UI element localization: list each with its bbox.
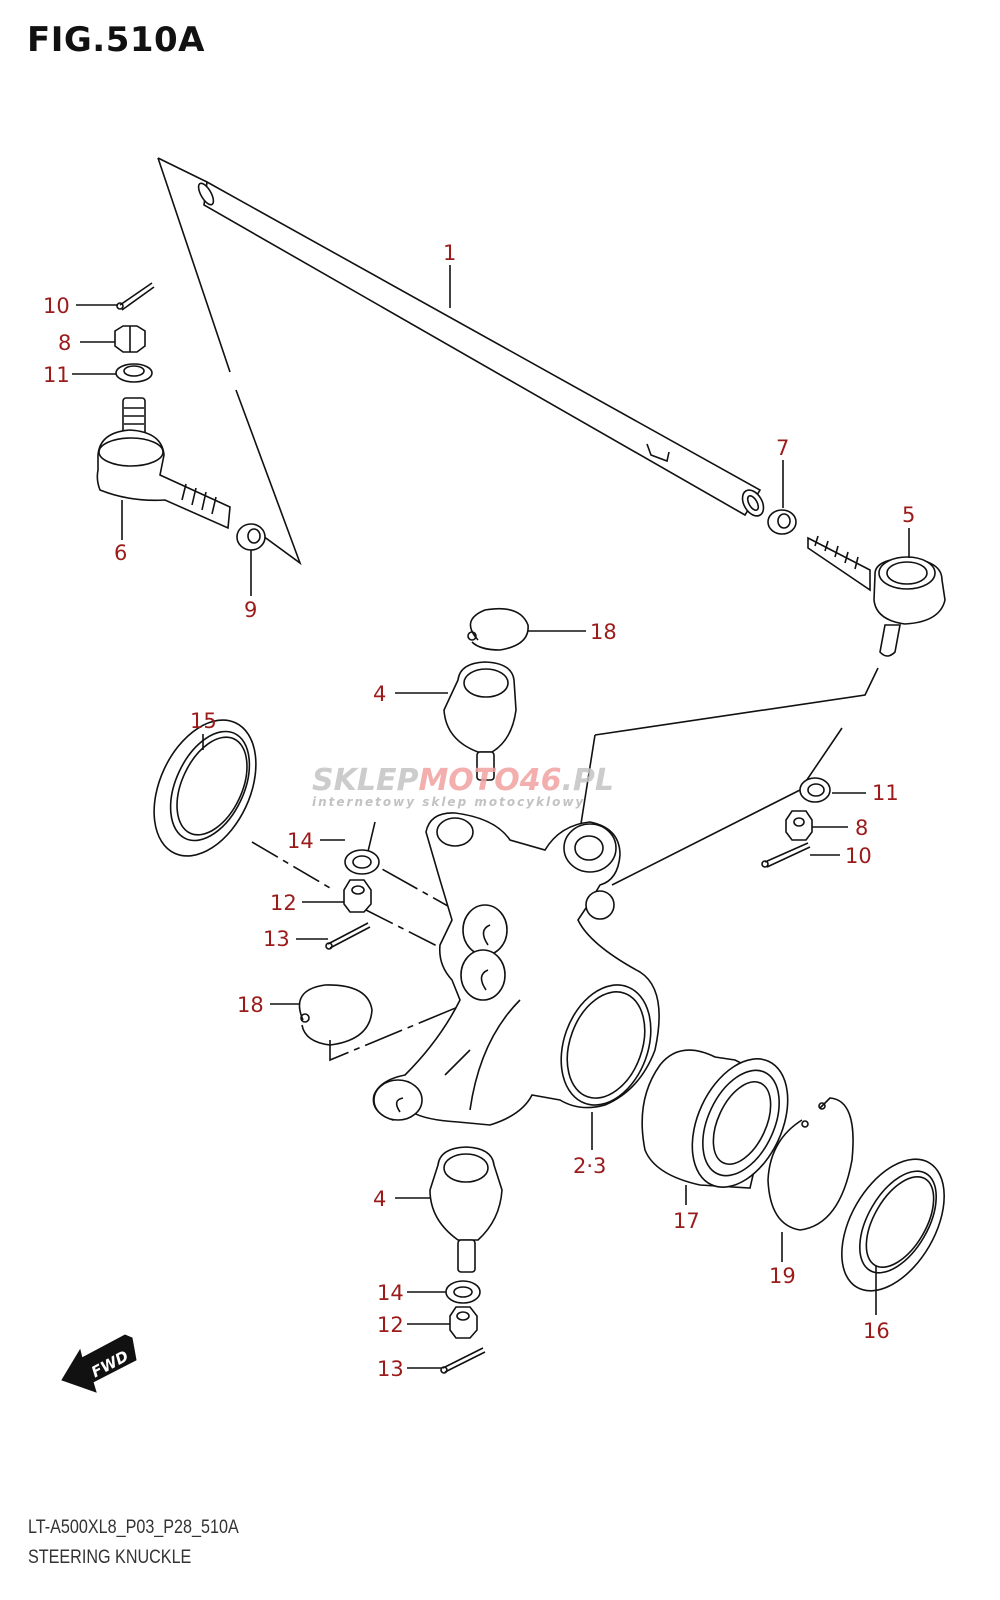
callout-4-upper[interactable]: 4 xyxy=(373,682,386,706)
cotter-pin-lower[interactable] xyxy=(440,1347,486,1374)
snap-ring[interactable] xyxy=(767,1097,854,1231)
watermark-pl: .PL xyxy=(562,763,615,798)
callout-18-lower[interactable]: 18 xyxy=(237,993,264,1017)
oil-seal-left[interactable] xyxy=(134,704,276,873)
washer-right[interactable] xyxy=(799,777,831,803)
cotter-pin-left-top[interactable] xyxy=(116,282,155,311)
tie-rod-end-right[interactable] xyxy=(807,535,946,657)
callout-1[interactable]: 1 xyxy=(443,241,456,265)
leader-lines xyxy=(72,265,910,1369)
ball-joint-lower[interactable] xyxy=(429,1146,503,1273)
callout-16[interactable]: 16 xyxy=(863,1319,890,1343)
assembly-guide-lines xyxy=(157,157,879,1062)
callout-11-right[interactable]: 11 xyxy=(872,781,899,805)
cotter-pin-right[interactable] xyxy=(761,842,811,868)
cotter-pin-upper[interactable] xyxy=(325,922,371,950)
watermark-tagline: internetowy sklep motocyklowy xyxy=(312,795,585,809)
circlip-lower[interactable] xyxy=(298,984,373,1046)
callout-12-lower[interactable]: 12 xyxy=(377,1313,404,1337)
washer-upper[interactable] xyxy=(344,849,380,875)
callout-9[interactable]: 9 xyxy=(244,598,257,622)
callout-13-lower[interactable]: 13 xyxy=(377,1357,404,1381)
watermark-moto: MOTO xyxy=(418,763,519,798)
callout-8-left[interactable]: 8 xyxy=(58,331,71,355)
callout-2-3[interactable]: 2·3 xyxy=(573,1154,606,1178)
figure-name: STEERING KNUCKLE xyxy=(28,1547,192,1568)
tie-rod[interactable] xyxy=(196,180,768,520)
callout-19[interactable]: 19 xyxy=(769,1264,796,1288)
steering-knuckle[interactable] xyxy=(372,812,666,1126)
callout-18-upper[interactable]: 18 xyxy=(590,620,617,644)
fwd-arrow-icon xyxy=(61,1334,137,1393)
castle-nut-right[interactable] xyxy=(785,810,813,841)
watermark-46: 46 xyxy=(519,763,562,798)
callout-13-upper[interactable]: 13 xyxy=(263,927,290,951)
callout-17[interactable]: 17 xyxy=(673,1209,700,1233)
tie-rod-end-left[interactable] xyxy=(96,397,231,530)
castle-nut-lower[interactable] xyxy=(449,1306,478,1339)
lock-nut-right[interactable] xyxy=(767,509,797,535)
ball-joint-upper[interactable] xyxy=(443,661,517,781)
circlip-upper[interactable] xyxy=(467,607,529,651)
callout-10-left[interactable]: 10 xyxy=(43,294,70,318)
callout-12-upper[interactable]: 12 xyxy=(270,891,297,915)
callout-labels: 1 7 5 10 8 11 6 9 18 4 15 11 8 10 14 12 … xyxy=(43,241,915,1381)
callout-8-right[interactable]: 8 xyxy=(855,816,868,840)
svg-text:SKLEPMOTO46.PL: SKLEPMOTO46.PL xyxy=(312,763,614,798)
callout-14-lower[interactable]: 14 xyxy=(377,1281,404,1305)
washer-lower[interactable] xyxy=(445,1280,481,1304)
callout-14-upper[interactable]: 14 xyxy=(287,829,314,853)
lock-nut-left[interactable] xyxy=(236,523,266,551)
callout-10-right[interactable]: 10 xyxy=(845,844,872,868)
callout-6[interactable]: 6 xyxy=(114,541,127,565)
callout-5[interactable]: 5 xyxy=(902,503,915,527)
washer-left-top[interactable] xyxy=(115,363,153,383)
watermark: SKLEPMOTO46.PL internetowy sklep motocyk… xyxy=(312,763,614,809)
figure-title: FIG.510A xyxy=(27,20,205,60)
callout-7[interactable]: 7 xyxy=(776,436,789,460)
callout-15[interactable]: 15 xyxy=(190,709,217,733)
oil-seal-right[interactable] xyxy=(821,1142,966,1309)
fwd-badge: FWD xyxy=(61,1334,137,1393)
callout-4-lower[interactable]: 4 xyxy=(373,1187,386,1211)
castle-nut-left-top[interactable] xyxy=(114,325,146,353)
wheel-bearing[interactable] xyxy=(641,1044,807,1203)
callout-11-left[interactable]: 11 xyxy=(43,363,70,387)
figure-code: LT-A500XL8_P03_P28_510A xyxy=(28,1517,239,1538)
watermark-sklep: SKLEP xyxy=(312,763,418,798)
castle-nut-upper[interactable] xyxy=(343,879,372,913)
